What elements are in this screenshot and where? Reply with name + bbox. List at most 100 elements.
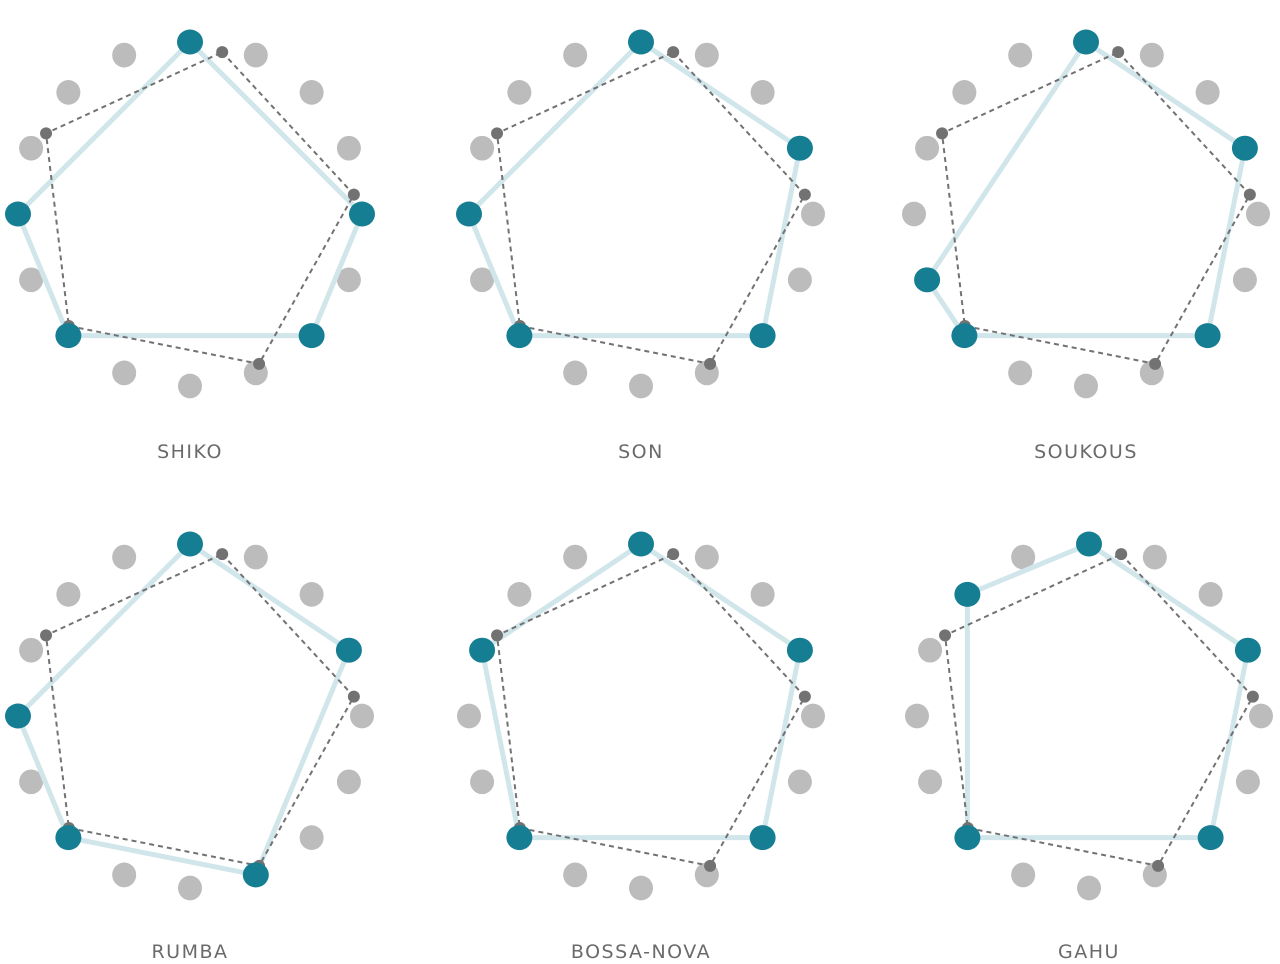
onset-dot <box>786 637 813 663</box>
onset-dot <box>951 323 978 349</box>
onset-dot <box>749 323 776 349</box>
onset-dot <box>469 637 496 663</box>
onset-dot <box>242 862 269 888</box>
beat-dot <box>507 582 532 607</box>
reference-dot <box>1152 859 1165 872</box>
onset-dot <box>349 201 375 227</box>
onset-dot <box>1073 29 1099 55</box>
beat-dot <box>19 135 44 161</box>
beat-dot <box>470 267 495 293</box>
onset-polygon <box>466 39 803 339</box>
beat-dot <box>112 862 137 888</box>
rhythm-label: BOSSA-NOVA <box>571 941 711 963</box>
beat-dot <box>563 862 588 888</box>
onset-dot <box>55 323 82 349</box>
beat-dot <box>563 42 588 68</box>
rhythm-label: SOUKOUS <box>1034 441 1138 463</box>
beat-dot <box>350 703 374 729</box>
beat-dot <box>629 875 653 901</box>
beat-dot <box>1139 42 1164 68</box>
onset-polygon <box>479 541 803 841</box>
reference-dot <box>347 690 360 703</box>
beat-dot <box>56 80 81 105</box>
beat-dot <box>243 544 268 570</box>
beat-dot <box>336 267 361 293</box>
beat-dot <box>952 80 977 105</box>
reference-dot <box>491 127 504 140</box>
beat-dot <box>750 582 775 607</box>
beat-dot <box>918 637 943 663</box>
reference-dot <box>936 127 949 140</box>
beat-dot <box>694 42 719 68</box>
rhythm-label: SHIKO <box>157 441 223 463</box>
onset-dot <box>5 201 31 227</box>
reference-dot <box>491 629 504 642</box>
beat-dot <box>299 825 324 850</box>
beat-dot <box>178 875 202 901</box>
beat-dot <box>1249 703 1273 729</box>
onset-dot <box>177 29 203 55</box>
beat-dot <box>19 637 44 663</box>
reference-dot <box>667 548 680 561</box>
onset-dot <box>954 825 981 851</box>
rhythm-label: GAHU <box>1058 941 1120 963</box>
beat-dot <box>787 267 812 293</box>
beat-dot <box>470 135 495 161</box>
beat-dot <box>563 544 588 570</box>
reference-dot <box>704 357 717 370</box>
beat-dot <box>178 373 202 399</box>
beat-dot <box>336 135 361 161</box>
onset-dot <box>914 267 941 293</box>
beat-dot <box>507 80 532 105</box>
beat-dot <box>1074 373 1098 399</box>
reference-dot <box>1149 357 1162 370</box>
reference-dot <box>939 629 952 642</box>
beat-dot <box>19 769 44 795</box>
beat-dot <box>1235 769 1260 795</box>
beat-dot <box>902 201 926 227</box>
rhythm-panel: SOUKOUS <box>902 29 1270 463</box>
reference-dot <box>347 188 360 201</box>
reference-dot <box>216 46 229 59</box>
beat-dot <box>1246 201 1270 227</box>
beat-dot <box>1011 862 1036 888</box>
rhythm-panel: BOSSA-NOVA <box>457 531 825 963</box>
beat-dot <box>787 769 812 795</box>
beat-dot <box>1011 544 1036 570</box>
beat-dot <box>1008 42 1033 68</box>
onset-dot <box>786 135 813 161</box>
beat-dot <box>299 582 324 607</box>
reference-dot <box>1246 690 1259 703</box>
beat-dot <box>56 582 81 607</box>
reference-dot <box>1112 46 1125 59</box>
onset-polygon <box>15 39 365 339</box>
onset-dot <box>5 703 31 729</box>
onset-polygon <box>15 541 352 878</box>
beat-dot <box>19 267 44 293</box>
beat-dot <box>457 703 481 729</box>
onset-dot <box>628 29 654 55</box>
onset-dot <box>298 323 325 349</box>
beat-dot <box>112 544 137 570</box>
beat-dot <box>1008 360 1033 386</box>
reference-dot <box>667 46 680 59</box>
reference-dot <box>253 357 266 370</box>
beat-dot <box>801 703 825 729</box>
reference-dot <box>704 859 717 872</box>
onset-dot <box>1231 135 1258 161</box>
reference-dot <box>798 188 811 201</box>
onset-dot <box>1197 825 1224 851</box>
rhythm-label: RUMBA <box>151 941 228 963</box>
beat-dot <box>905 703 929 729</box>
onset-dot <box>749 825 776 851</box>
beat-dot <box>1232 267 1257 293</box>
beat-dot <box>1195 80 1220 105</box>
beat-dot <box>915 135 940 161</box>
reference-dot <box>40 629 53 642</box>
rhythm-panel: RUMBA <box>5 531 374 963</box>
beat-dot <box>1077 875 1101 901</box>
onset-dot <box>628 531 654 557</box>
reference-dot <box>40 127 53 140</box>
reference-dot <box>216 548 229 561</box>
